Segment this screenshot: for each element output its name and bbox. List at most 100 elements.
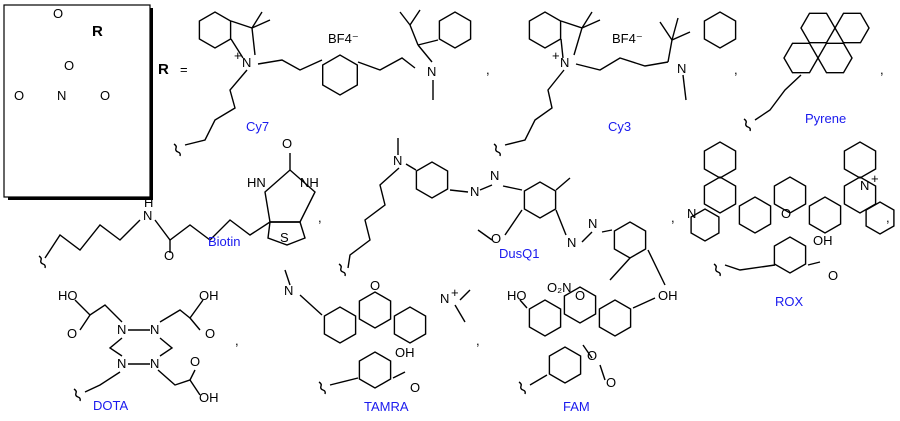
bond-line <box>84 371 121 393</box>
ring-bond <box>865 201 895 235</box>
bond-line <box>724 264 776 271</box>
atom-o: O <box>53 6 63 21</box>
bond-line <box>159 337 174 357</box>
bond-line <box>392 371 406 379</box>
bond-line <box>807 261 821 266</box>
wavy-bond-icon <box>518 381 526 395</box>
atom-o: O <box>587 348 597 363</box>
bond-line <box>560 20 583 56</box>
bond-line <box>659 21 673 41</box>
bond-line <box>504 209 523 236</box>
bond-line <box>599 364 606 381</box>
atom-n: N <box>490 168 499 183</box>
label-rox: ROX <box>775 294 804 309</box>
ring-bond <box>415 161 449 199</box>
atom-o: O <box>64 58 74 73</box>
atom-o: O <box>491 231 501 246</box>
atom-o: O <box>575 288 585 303</box>
bond-line <box>189 317 201 331</box>
atom-o: O <box>205 326 215 341</box>
atom-n: N <box>560 55 569 70</box>
wavy-bond-icon <box>173 143 181 157</box>
atom-o: O <box>781 206 791 221</box>
label-fam: FAM <box>563 399 590 414</box>
bond-line <box>582 344 593 359</box>
separator-comma: , <box>318 210 322 225</box>
bond-line <box>357 57 416 71</box>
bond-line <box>560 38 564 59</box>
wavy-bond-icon <box>73 388 81 402</box>
ring-bond <box>834 12 870 44</box>
wavy-bond-icon <box>38 255 46 269</box>
bond-line <box>299 294 323 316</box>
bond-line <box>74 299 123 323</box>
ring-bond <box>598 299 632 337</box>
bond-line <box>682 74 687 101</box>
ring-bond <box>613 221 647 259</box>
bond-line <box>284 269 291 286</box>
bond-line <box>184 69 248 146</box>
atom-n: N <box>57 88 66 103</box>
atom-n: N <box>117 322 126 337</box>
bond-line <box>504 69 565 146</box>
atom-n: N <box>117 356 126 371</box>
bond-line <box>257 59 323 71</box>
ring-bond <box>817 42 853 74</box>
ring-bond <box>703 11 737 49</box>
charge-plus: + <box>552 48 560 63</box>
bond-line <box>399 11 411 26</box>
nitro-group: O₂N <box>547 280 572 295</box>
ring-bond <box>523 181 557 219</box>
separator-comma: , <box>880 62 884 77</box>
bond-line <box>519 299 528 309</box>
r-symbol: R <box>158 61 169 78</box>
charge-plus: + <box>451 285 459 300</box>
bond-line <box>671 17 679 41</box>
atom-n: N <box>150 356 159 371</box>
wavy-bond-icon <box>493 143 501 157</box>
atom-o: O <box>164 248 174 263</box>
atom-o: O <box>606 375 616 390</box>
label-biotin: Biotin <box>208 234 241 249</box>
label-dota: DOTA <box>93 398 128 413</box>
bond-line <box>157 369 201 396</box>
bond-line <box>251 11 263 29</box>
atom-oh: OH <box>199 390 219 405</box>
label-pyrene: Pyrene <box>805 111 846 126</box>
ring-bond <box>808 196 842 234</box>
ring-bond <box>773 176 807 214</box>
separator-comma: , <box>235 333 239 348</box>
atom-n: N <box>588 216 597 231</box>
atom-nh: NH <box>300 175 319 190</box>
wavy-bond-icon <box>743 118 751 132</box>
atom-n: N <box>860 178 869 193</box>
atom-o: O <box>100 88 110 103</box>
atom-n: N <box>242 55 251 70</box>
wavy-bond-icon <box>713 263 721 277</box>
atom-o: O <box>282 136 292 151</box>
label-cy3: Cy3 <box>608 119 631 134</box>
bond-line <box>555 209 567 236</box>
ring-bond <box>393 306 427 344</box>
bond-line <box>159 299 204 323</box>
atom-n: N <box>143 208 152 223</box>
bond-line <box>189 369 196 381</box>
ring-bond <box>703 176 737 214</box>
separator-comma: , <box>671 210 675 225</box>
ring-bond <box>800 12 836 44</box>
separator-comma: , <box>486 62 490 77</box>
bond-line <box>609 257 631 281</box>
atom-n: N <box>284 283 293 298</box>
wavy-bond-icon <box>338 263 346 277</box>
bond-line <box>479 184 493 191</box>
atom-n: N <box>440 291 449 306</box>
atom-n: N <box>567 235 576 250</box>
atom-ho: HO <box>58 288 78 303</box>
atom-n: N <box>677 61 686 76</box>
atom-n: N <box>427 64 436 79</box>
separator-comma: , <box>886 210 890 225</box>
atom-o: O <box>67 326 77 341</box>
atom-o: O <box>410 380 420 395</box>
atom-n: N <box>687 206 696 221</box>
atom-hn: HN <box>247 175 266 190</box>
